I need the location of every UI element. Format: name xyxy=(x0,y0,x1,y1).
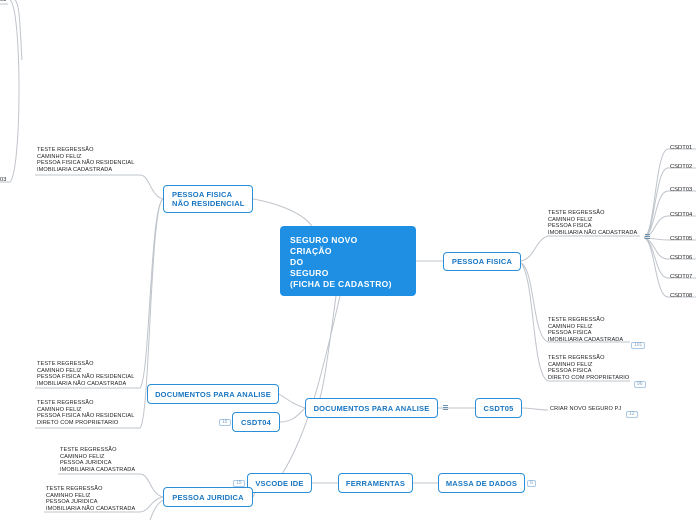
count-badge-massa[interactable]: 6 xyxy=(527,480,536,487)
note-pj-imobiliaria-nao-cadastrada[interactable]: TESTE REGRESSÃO CAMINHO FELIZ PESSOA JUR… xyxy=(46,486,136,512)
note-criar-novo-seguro-pj[interactable]: CRIAR NOVO SEGURO PJ xyxy=(550,406,622,412)
note-pf-direto-proprietario[interactable]: TESTE REGRESSÃO CAMINHO FELIZ PESSOA FIS… xyxy=(548,355,630,381)
topic-label: PESSOA JURIDICA xyxy=(172,492,244,502)
note-pf-imobiliaria-cadastrada[interactable]: TESTE REGRESSÃO CAMINHO FELIZ PESSOA FIS… xyxy=(548,317,624,343)
collapse-menu-icon[interactable] xyxy=(645,234,650,239)
topic-pessoa-fisica[interactable]: PESSOA FISICA xyxy=(443,252,521,271)
topic-documentos-para-analise[interactable]: DOCUMENTOS PARA ANALISE xyxy=(305,398,438,418)
leaf-csdt02[interactable]: CSDT02 xyxy=(670,164,693,170)
count-badge-vscode[interactable]: 15 xyxy=(233,480,245,487)
leaf-csdt07[interactable]: CSDT07 xyxy=(670,274,693,280)
topic-label: CSDT05 xyxy=(483,403,514,413)
topic-label: DOCUMENTOS PARA ANALISE xyxy=(155,389,271,399)
topic-csdt04[interactable]: CSDT04 xyxy=(232,412,280,432)
root-topic[interactable]: SEGURO NOVO CRIAÇÃO DO SEGURO (FICHA DE … xyxy=(280,226,416,296)
topic-csdt05[interactable]: CSDT05 xyxy=(475,398,522,418)
topic-label: DOCUMENTOS PARA ANALISE xyxy=(313,403,430,413)
count-badge-pf-cadastrada[interactable]: 101 xyxy=(631,342,646,349)
topic-vscode-ide[interactable]: VSCODE IDE xyxy=(247,473,312,493)
note-pf-imobiliaria-nao-cadastrada[interactable]: TESTE REGRESSÃO CAMINHO FELIZ PESSOA FIS… xyxy=(548,210,638,236)
topic-pessoa-fisica-nao-residencial[interactable]: PESSOA FISICA NÃO RESIDENCIAL xyxy=(163,185,253,213)
topic-label: VSCODE IDE xyxy=(255,478,304,488)
count-badge-pf-proprietario[interactable]: 96 xyxy=(634,381,646,388)
topic-label: PESSOA FISICA xyxy=(451,257,513,266)
collapse-menu-icon[interactable] xyxy=(443,405,448,410)
count-badge-csdt04[interactable]: 15 xyxy=(219,419,231,426)
topic-pessoa-juridica[interactable]: PESSOA JURIDICA xyxy=(163,487,253,507)
topic-label: PESSOA FISICA NÃO RESIDENCIAL xyxy=(172,190,245,208)
note-cut-mid[interactable]: 03 xyxy=(0,177,7,183)
leaf-csdt01[interactable]: CSDT01 xyxy=(670,145,693,151)
leaf-csdt04[interactable]: CSDT04 xyxy=(670,212,693,218)
topic-documentos-para-analise-left[interactable]: DOCUMENTOS PARA ANALISE xyxy=(147,384,279,404)
note-cut-top[interactable]: 03 xyxy=(0,0,7,3)
topic-label: CSDT04 xyxy=(241,417,271,427)
topic-label: FERRAMENTAS xyxy=(345,478,406,488)
note-pfnr-imobiliaria-cadastrada[interactable]: TESTE REGRESSÃO CAMINHO FELIZ PESSOA FIS… xyxy=(37,147,135,173)
note-pj-imobiliaria-cadastrada[interactable]: TESTE REGRESSÃO CAMINHO FELIZ PESSOA JUR… xyxy=(60,447,136,473)
leaf-csdt03[interactable]: CSDT03 xyxy=(670,187,693,193)
topic-ferramentas[interactable]: FERRAMENTAS xyxy=(338,473,413,493)
note-pfnr-direto-proprietario[interactable]: TESTE REGRESSÃO CAMINHO FELIZ PESSOA FIS… xyxy=(37,400,135,426)
leaf-csdt06[interactable]: CSDT06 xyxy=(670,255,693,261)
topic-label: MASSA DE DADOS xyxy=(445,478,518,488)
leaf-csdt05[interactable]: CSDT05 xyxy=(670,236,693,242)
topic-massa-de-dados[interactable]: MASSA DE DADOS xyxy=(438,473,525,493)
count-badge-criar-pj[interactable]: 12 xyxy=(626,411,638,418)
note-pfnr-imobiliaria-nao-cadastrada[interactable]: TESTE REGRESSÃO CAMINHO FELIZ PESSOA FIS… xyxy=(37,361,135,387)
leaf-csdt08[interactable]: CSDT08 xyxy=(670,293,693,299)
